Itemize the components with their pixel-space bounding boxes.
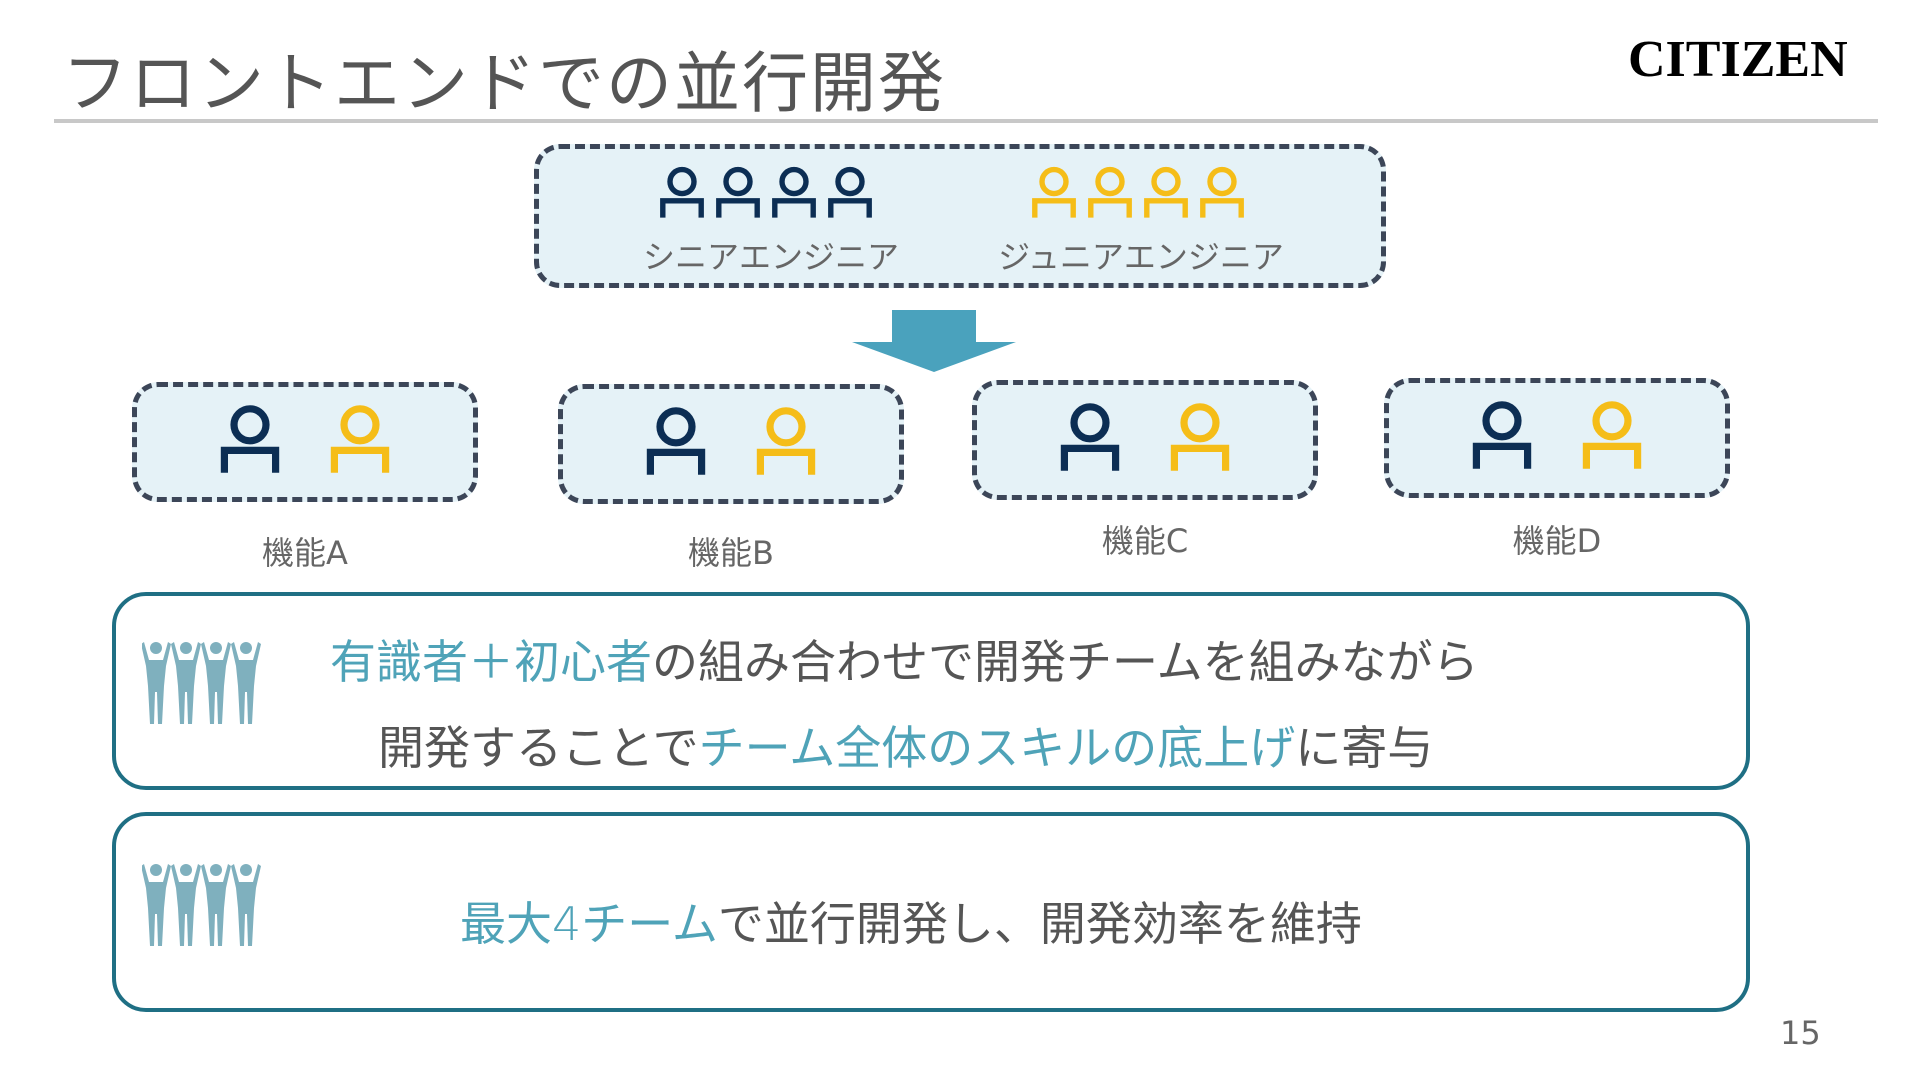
page-title: フロントエンドでの並行開発 bbox=[62, 45, 946, 122]
junior-label: ジュニアエンジニア bbox=[998, 238, 1284, 276]
feature-box bbox=[558, 384, 904, 504]
team-box bbox=[534, 144, 1386, 288]
people-group-icon bbox=[141, 640, 270, 730]
junior-person-icon bbox=[1582, 401, 1642, 469]
body-text: の組み合わせで開発チームを組みながら bbox=[652, 635, 1479, 689]
benefit-efficiency-line-1: 最大4チームで並行開発し、開発効率を維持 bbox=[460, 888, 1362, 954]
benefit-panel-skill bbox=[112, 592, 1750, 790]
junior-person-icon bbox=[1088, 166, 1132, 218]
feature-box bbox=[1384, 378, 1730, 498]
junior-person-icon bbox=[1032, 166, 1076, 218]
senior-person-icon bbox=[772, 166, 816, 218]
highlight-text: チーム全体のスキルの底上げ bbox=[698, 721, 1296, 775]
highlight-text: 最大4チーム bbox=[460, 897, 718, 951]
junior-person-icon bbox=[756, 407, 816, 475]
body-text: で並行開発し、開発効率を維持 bbox=[717, 897, 1362, 951]
body-text: に寄与 bbox=[1295, 721, 1434, 775]
junior-person-icon bbox=[330, 405, 390, 473]
senior-person-icon bbox=[646, 407, 706, 475]
benefit-panel-efficiency bbox=[112, 812, 1750, 1012]
benefit-skill-line-1: 有識者＋初心者の組み合わせで開発チームを組みながら bbox=[330, 626, 1479, 692]
highlight-text: 有識者＋初心者 bbox=[330, 635, 652, 689]
benefit-skill-line-2: 開発することでチーム全体のスキルの底上げに寄与 bbox=[378, 712, 1433, 778]
junior-person-icon bbox=[1144, 166, 1188, 218]
senior-label: シニアエンジニア bbox=[642, 238, 899, 276]
citizen-logo: CITIZEN bbox=[1628, 31, 1848, 88]
arrow-down-icon bbox=[852, 310, 1016, 372]
senior-person-icon bbox=[716, 166, 760, 218]
feature-label: 機能B bbox=[688, 534, 774, 572]
junior-person-icon bbox=[1170, 403, 1230, 471]
senior-person-icon bbox=[660, 166, 704, 218]
page-number: 15 bbox=[1780, 1014, 1821, 1052]
senior-person-icon bbox=[220, 405, 280, 473]
feature-box bbox=[972, 380, 1318, 500]
body-text: 開発することで bbox=[378, 721, 699, 775]
title-divider bbox=[54, 119, 1878, 123]
feature-label: 機能D bbox=[1512, 522, 1602, 560]
senior-person-icon bbox=[828, 166, 872, 218]
senior-person-icon bbox=[1472, 401, 1532, 469]
people-group-icon bbox=[141, 862, 270, 952]
feature-box bbox=[132, 382, 478, 502]
senior-person-icon bbox=[1060, 403, 1120, 471]
feature-label: 機能C bbox=[1101, 522, 1189, 560]
feature-label: 機能A bbox=[262, 534, 348, 572]
junior-person-icon bbox=[1200, 166, 1244, 218]
